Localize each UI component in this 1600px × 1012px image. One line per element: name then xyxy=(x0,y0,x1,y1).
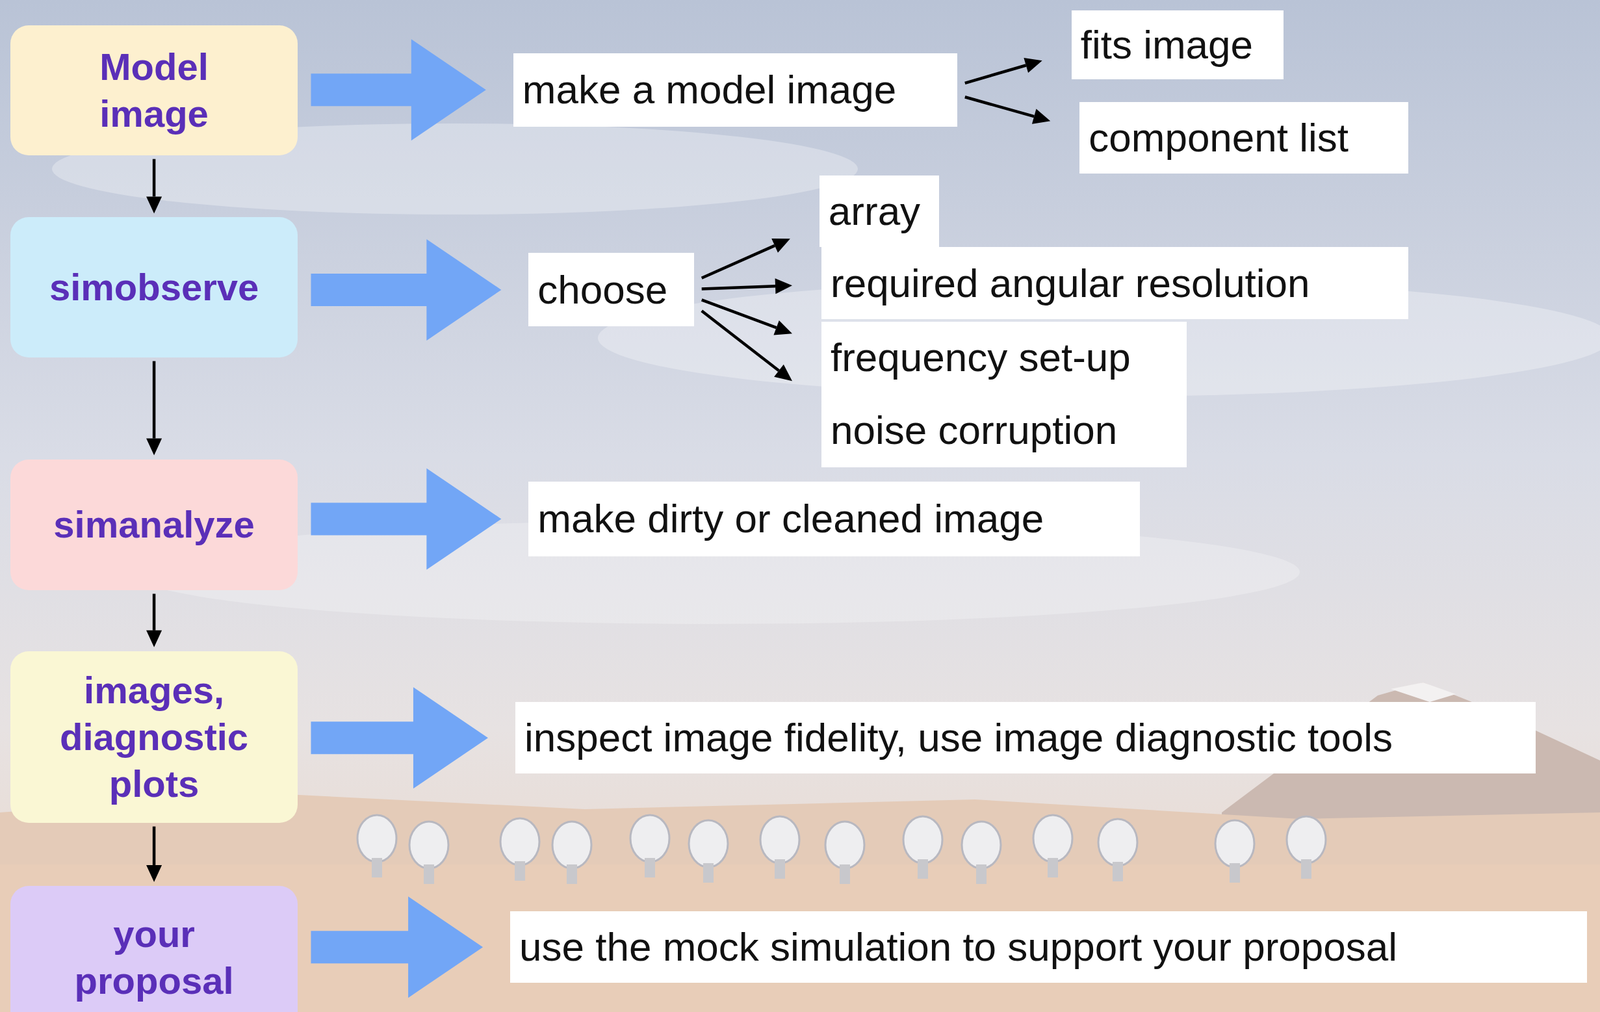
snow-cap xyxy=(1390,682,1456,702)
label-text: array xyxy=(828,187,921,235)
step-title: simanalyze xyxy=(53,501,255,548)
label-text: frequency set-up xyxy=(830,334,1131,381)
arrow-shaft xyxy=(701,245,775,279)
block-arrow xyxy=(310,686,488,789)
antenna-dish xyxy=(825,821,865,884)
antenna-dish xyxy=(1215,820,1255,883)
label-box: frequency set-up xyxy=(821,321,1187,394)
label-text: required angular resolution xyxy=(830,259,1311,307)
label-box: make dirty or cleaned image xyxy=(528,481,1140,557)
connector xyxy=(965,96,1051,124)
arrow-shaft xyxy=(701,299,777,328)
label-box: make a model image xyxy=(513,53,958,127)
antenna-dish xyxy=(903,816,943,879)
arrow-head xyxy=(1023,57,1042,73)
step-box: Model image xyxy=(10,25,299,155)
step-box: simanalyze xyxy=(10,459,299,591)
arrow-shaft xyxy=(965,65,1027,84)
label-text: inspect image fidelity, use image diagno… xyxy=(524,714,1393,762)
arrow-shaft xyxy=(701,310,780,371)
label-text: use the mock simulation to support your … xyxy=(519,923,1398,971)
label-box: use the mock simulation to support your … xyxy=(510,911,1588,983)
connector xyxy=(310,686,488,789)
antenna-dish xyxy=(760,816,800,879)
label-box: fits image xyxy=(1071,10,1285,80)
connector xyxy=(310,239,502,341)
arrow-head xyxy=(146,196,162,214)
arrow-head xyxy=(773,320,793,335)
connector xyxy=(701,299,793,335)
step-box: images, diagnostic plots xyxy=(10,651,299,823)
arrow-head xyxy=(146,630,162,648)
step-title: your proposal xyxy=(44,910,264,1005)
arrow-shaft xyxy=(152,826,156,865)
block-arrow xyxy=(310,467,502,570)
label-box: required angular resolution xyxy=(821,246,1409,320)
antenna-dish xyxy=(357,814,397,878)
antenna-dish xyxy=(409,821,449,884)
connector xyxy=(701,310,793,381)
block-arrow xyxy=(310,38,486,141)
connector xyxy=(146,159,162,214)
label-box: component list xyxy=(1079,102,1409,174)
label-box: noise corruption xyxy=(821,393,1187,468)
antenna-dish xyxy=(688,820,728,883)
block-arrow xyxy=(310,239,502,341)
arrow-shaft xyxy=(152,593,156,631)
step-title: Model image xyxy=(44,43,264,138)
connector xyxy=(965,57,1043,84)
arrow-head xyxy=(146,438,162,456)
label-box: choose xyxy=(528,252,694,327)
antenna-dish xyxy=(1098,818,1138,882)
label-text: fits image xyxy=(1080,21,1253,69)
step-box: simobserve xyxy=(10,217,299,357)
label-box: inspect image fidelity, use image diagno… xyxy=(515,701,1536,774)
connector xyxy=(146,361,162,456)
antenna-dish xyxy=(1286,816,1326,879)
step-title: images, diagnostic plots xyxy=(44,666,264,808)
label-text: make dirty or cleaned image xyxy=(537,495,1044,542)
connector xyxy=(146,826,162,882)
antenna-dish xyxy=(552,821,592,884)
label-text: choose xyxy=(537,266,668,314)
connector xyxy=(310,896,483,998)
label-text: noise corruption xyxy=(830,406,1118,454)
arrow-head xyxy=(774,364,793,381)
label-box: array xyxy=(819,175,940,247)
connector xyxy=(701,238,791,279)
antenna-dish xyxy=(961,821,1001,884)
connector xyxy=(701,278,793,294)
step-box: your proposal xyxy=(10,885,299,1012)
arrow-head xyxy=(771,238,791,253)
arrow-shaft xyxy=(965,96,1034,117)
connector xyxy=(146,593,162,648)
antenna-dish xyxy=(500,818,540,881)
antenna-dish xyxy=(630,814,670,878)
arrow-head xyxy=(1032,109,1051,125)
label-text: component list xyxy=(1088,114,1349,162)
arrow-head xyxy=(775,278,793,294)
antenna-dish xyxy=(1033,814,1073,878)
block-arrow xyxy=(310,896,483,998)
arrow-shaft xyxy=(152,159,156,197)
arrow-shaft xyxy=(152,361,156,439)
label-text: make a model image xyxy=(522,66,897,114)
step-title: simobserve xyxy=(49,263,259,311)
arrow-shaft xyxy=(701,285,776,289)
connector xyxy=(310,467,502,570)
arrow-head xyxy=(146,864,162,882)
connector xyxy=(310,38,486,141)
